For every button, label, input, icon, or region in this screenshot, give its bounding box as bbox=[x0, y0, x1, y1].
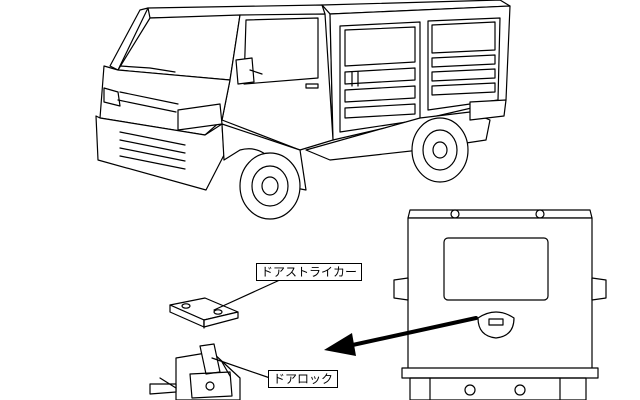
door-striker-part bbox=[169, 297, 239, 329]
truck-illustration bbox=[95, 0, 511, 220]
pointer-arrow bbox=[324, 316, 478, 356]
door-lock-part bbox=[149, 343, 241, 400]
lock-leader-line bbox=[211, 357, 271, 379]
striker-leader-line bbox=[213, 278, 283, 311]
door-striker-label: ドアストライカー bbox=[256, 263, 363, 281]
door-lock-label: ドアロック bbox=[268, 370, 339, 388]
rear-view-illustration bbox=[393, 209, 607, 400]
